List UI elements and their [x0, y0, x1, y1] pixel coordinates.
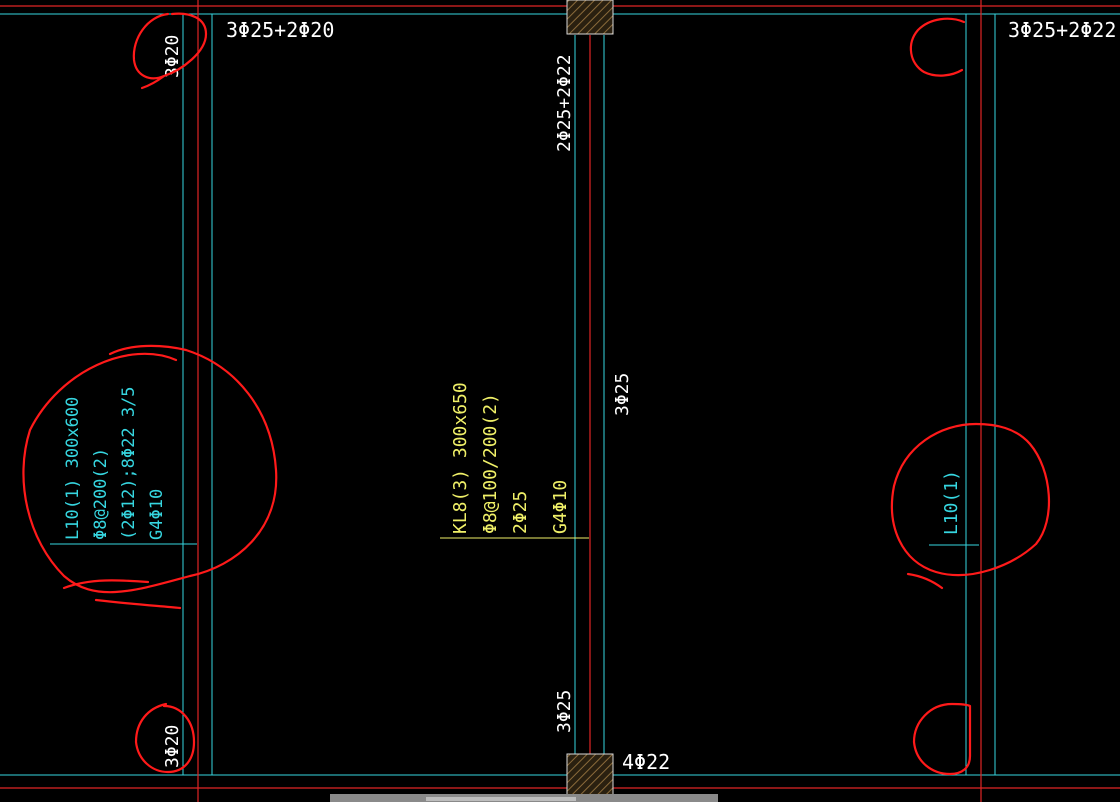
red-markup [22, 12, 1051, 776]
center-spec-line-4: G4Φ10 [550, 480, 571, 534]
markup-circle-top-right [909, 17, 966, 77]
center-spec-line-2: Φ8@100/200(2) [480, 393, 501, 534]
scrollbar-thumb[interactable] [426, 797, 576, 801]
top-left-rebar-label[interactable]: 3Φ25+2Φ20 [226, 18, 334, 42]
right-beam-label[interactable]: L10(1) [941, 470, 962, 535]
center-beam-spec[interactable]: KL8(3) 300x650 Φ8@100/200(2) 2Φ25 G4Φ10 [450, 382, 571, 534]
markup-circle-bottom-right [912, 702, 972, 776]
center-bottom-rebar-label[interactable]: 3Φ25 [554, 690, 575, 733]
markup-circle-left-spec [22, 344, 278, 610]
left-spec-line-3: (2Φ12);8Φ22 3/5 [119, 386, 139, 540]
center-top-rebar-label[interactable]: 2Φ25+2Φ22 [554, 54, 575, 152]
column-top[interactable] [566, 0, 614, 35]
markup-circle-top-left [132, 12, 208, 90]
left-spec-line-4: G4Φ10 [147, 489, 167, 540]
top-right-rebar-label[interactable]: 3Φ25+2Φ22 [1008, 18, 1116, 42]
left-beam-spec[interactable]: L10(1) 300x600 Φ8@200(2) (2Φ12);8Φ22 3/5… [63, 386, 167, 540]
markup-circle-right-beam [890, 422, 1051, 590]
left-bottom-rebar-label[interactable]: 3Φ20 [162, 725, 183, 768]
markup-circle-bottom-left [134, 702, 196, 774]
center-spec-line-1: KL8(3) 300x650 [450, 382, 471, 534]
left-spec-line-2: Φ8@200(2) [91, 448, 111, 540]
center-spec-line-3: 2Φ25 [510, 491, 531, 534]
bottom-right-rebar-label[interactable]: 4Φ22 [622, 750, 670, 774]
horizontal-scrollbar[interactable] [330, 794, 718, 802]
center-mid-rebar-label[interactable]: 3Φ25 [612, 373, 633, 416]
left-top-rebar-label[interactable]: 3Φ20 [162, 35, 183, 78]
left-spec-line-1: L10(1) 300x600 [63, 397, 83, 540]
